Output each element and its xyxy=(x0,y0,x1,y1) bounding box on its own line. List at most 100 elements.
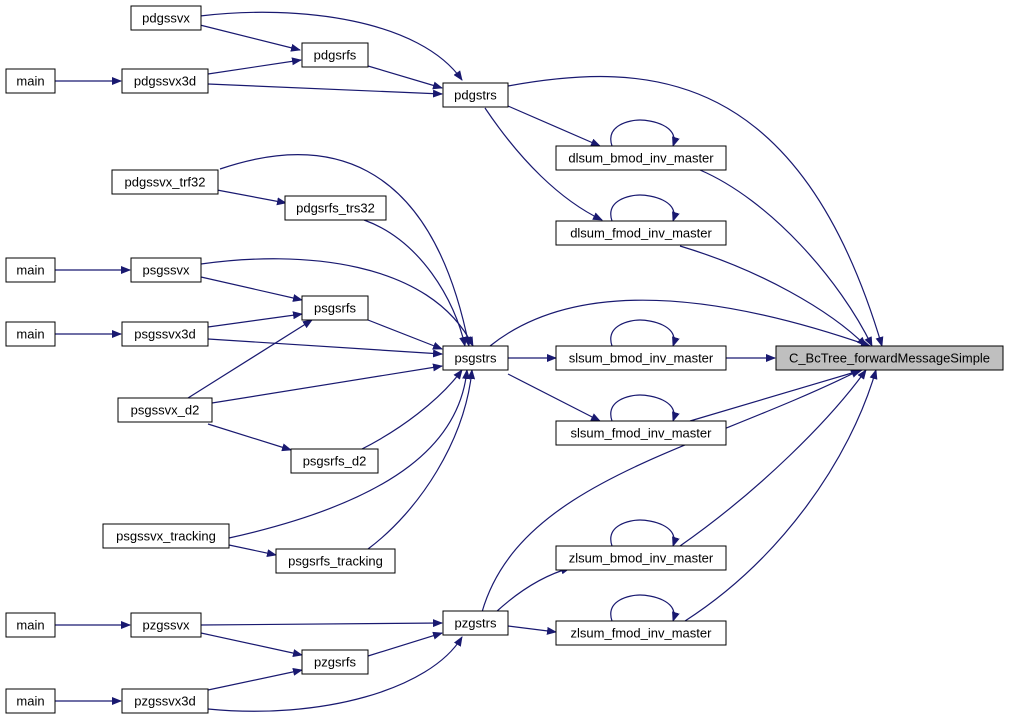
edge-dlsum-bmod-target xyxy=(699,169,873,347)
edge-pzgssvx3d-pzgsrfs xyxy=(207,667,303,691)
edge-pzgstrs-zlsum-fmod xyxy=(507,625,557,635)
node-label: pdgstrs xyxy=(454,88,497,103)
node-psgssvx-d2[interactable]: psgssvx_d2 xyxy=(117,397,213,423)
edge-pdgssvx-trf32-pdgsrfs-trs32 xyxy=(216,189,287,206)
node-pdgssvx[interactable]: pdgssvx xyxy=(130,5,202,31)
edge-zlsum-bmod-self xyxy=(610,519,680,547)
node-label: pdgssvx3d xyxy=(134,74,196,89)
edge-zlsum-bmod-target xyxy=(679,369,867,547)
edge-pdgstrs-dlsum-bmod xyxy=(507,105,601,147)
edge-pdgssvx-trf32-psgstrs xyxy=(219,154,472,347)
node-label: main xyxy=(16,263,44,278)
node-dlsum-fmod-inv-master[interactable]: dlsum_fmod_inv_master xyxy=(555,220,727,246)
node-main-3[interactable]: main xyxy=(5,321,56,347)
node-psgsrfs-tracking[interactable]: psgsrfs_tracking xyxy=(275,548,396,574)
node-label: pzgssvx3d xyxy=(134,694,195,709)
edge-pdgssvx-pdgsrfs xyxy=(199,24,301,52)
node-pzgsrfs[interactable]: pzgsrfs xyxy=(301,649,369,675)
edge-pdgsrfs-pdgstrs xyxy=(367,65,443,90)
edge-psgstrs-target xyxy=(489,299,871,347)
node-main-2[interactable]: main xyxy=(5,257,56,283)
edge-slsum-fmod-self xyxy=(610,394,680,422)
edge-psgssvx-d2-psgstrs xyxy=(211,363,443,404)
edge-pzgsrfs-pzgstrs xyxy=(367,631,443,657)
node-main-1[interactable]: main xyxy=(5,68,56,94)
node-label: main xyxy=(16,694,44,709)
edge-psgssvx-d2-psgsrfs xyxy=(187,319,313,399)
node-label: zlsum_fmod_inv_master xyxy=(571,626,713,641)
edge-pdgstrs-dlsum-fmod xyxy=(484,107,603,221)
node-label: psgssvx xyxy=(143,263,190,278)
edge-psgssvx3d-psgstrs xyxy=(207,338,443,358)
node-pzgstrs[interactable]: pzgstrs xyxy=(442,610,509,636)
node-label: dlsum_bmod_inv_master xyxy=(568,151,714,166)
node-label: pzgstrs xyxy=(455,616,497,631)
node-main-4[interactable]: main xyxy=(5,612,56,638)
edge-zlsum-fmod-self xyxy=(610,594,680,622)
node-label: slsum_fmod_inv_master xyxy=(571,426,713,441)
edge-dlsum-fmod-self xyxy=(610,194,680,222)
edge-psgssvx-tracking-psgsrfs-tracking xyxy=(228,544,277,558)
node-label: psgsrfs_d2 xyxy=(303,454,367,469)
edge-pdgssvx-pdgstrs xyxy=(199,11,463,81)
edge-pzgstrs-zlsum-bmod xyxy=(495,566,571,613)
node-label: C_BcTree_forwardMessageSimple xyxy=(789,351,990,366)
edge-psgssvx-psgsrfs xyxy=(200,276,303,302)
node-psgssvx-tracking[interactable]: psgssvx_tracking xyxy=(102,523,230,549)
node-label: pdgssvx xyxy=(142,11,190,26)
node-label: main xyxy=(16,618,44,633)
node-c-bctree-forwardmessagesimple[interactable]: C_BcTree_forwardMessageSimple xyxy=(775,345,1004,371)
node-psgstrs[interactable]: psgstrs xyxy=(442,345,509,371)
node-psgsrfs[interactable]: psgsrfs xyxy=(301,295,369,321)
node-label: pdgssvx_trf32 xyxy=(125,175,206,190)
node-pzgssvx3d[interactable]: pzgssvx3d xyxy=(121,688,209,714)
node-label: pdgsrfs_trs32 xyxy=(296,201,375,216)
node-pzgssvx[interactable]: pzgssvx xyxy=(130,612,202,638)
edge-pzgssvx-pzgstrs xyxy=(200,619,443,628)
node-label: psgssvx_tracking xyxy=(116,529,216,544)
edge-pdgsrfs-trs32-psgstrs xyxy=(363,219,467,347)
node-pdgssvx-trf32[interactable]: pdgssvx_trf32 xyxy=(111,169,219,195)
node-label: dlsum_fmod_inv_master xyxy=(570,226,712,241)
node-zlsum-fmod-inv-master[interactable]: zlsum_fmod_inv_master xyxy=(555,620,727,646)
node-label: pzgssvx xyxy=(143,618,190,633)
node-main-5[interactable]: main xyxy=(5,688,56,714)
node-pdgstrs[interactable]: pdgstrs xyxy=(442,82,509,108)
node-pdgsrfs[interactable]: pdgsrfs xyxy=(301,42,369,68)
edge-psgstrs-slsum-fmod xyxy=(507,373,601,422)
node-label: psgssvx3d xyxy=(134,327,195,342)
node-psgssvx[interactable]: psgssvx xyxy=(130,257,202,283)
node-label: main xyxy=(16,327,44,342)
node-label: psgsrfs_tracking xyxy=(288,554,383,569)
node-label: psgsrfs xyxy=(314,301,356,316)
edge-pdgstrs-target xyxy=(507,75,884,347)
edge-dlsum-fmod-target xyxy=(679,245,867,347)
graph-nodes: pdgssvx main pdgssvx3d pdgsrfs pdgstrs d… xyxy=(5,5,1004,714)
node-label: pzgsrfs xyxy=(314,655,356,670)
graph-edges xyxy=(55,11,884,712)
edge-pdgssvx3d-pdgstrs xyxy=(207,83,443,98)
node-slsum-fmod-inv-master[interactable]: slsum_fmod_inv_master xyxy=(555,420,727,446)
edge-psgssvx-tracking-psgstrs xyxy=(228,369,471,539)
edge-dlsum-bmod-self xyxy=(610,119,680,147)
node-zlsum-bmod-inv-master[interactable]: zlsum_bmod_inv_master xyxy=(555,545,727,571)
edge-pzgstrs-target xyxy=(481,369,861,613)
edge-slsum-bmod-self xyxy=(610,319,680,347)
edge-pdgssvx3d-pdgsrfs xyxy=(207,57,302,75)
edge-psgsrfs-psgstrs xyxy=(367,319,443,350)
node-pdgssvx3d[interactable]: pdgssvx3d xyxy=(121,68,209,94)
node-slsum-bmod-inv-master[interactable]: slsum_bmod_inv_master xyxy=(555,345,727,371)
edge-pzgssvx-pzgsrfs xyxy=(200,632,303,657)
node-pdgsrfs-trs32[interactable]: pdgsrfs_trs32 xyxy=(284,195,387,221)
edge-slsum-fmod-target xyxy=(689,368,863,422)
node-label: zlsum_bmod_inv_master xyxy=(569,551,714,566)
node-dlsum-bmod-inv-master[interactable]: dlsum_bmod_inv_master xyxy=(555,145,727,171)
edge-psgsrfs-tracking-psgstrs xyxy=(367,369,476,550)
edge-psgsrfs-d2-psgstrs xyxy=(359,369,463,451)
node-psgssvx3d[interactable]: psgssvx3d xyxy=(121,321,209,347)
node-label: main xyxy=(16,74,44,89)
edge-pzgssvx3d-pzgstrs xyxy=(207,636,463,712)
node-psgsrfs-d2[interactable]: psgsrfs_d2 xyxy=(290,448,379,474)
node-label: pdgsrfs xyxy=(314,48,357,63)
